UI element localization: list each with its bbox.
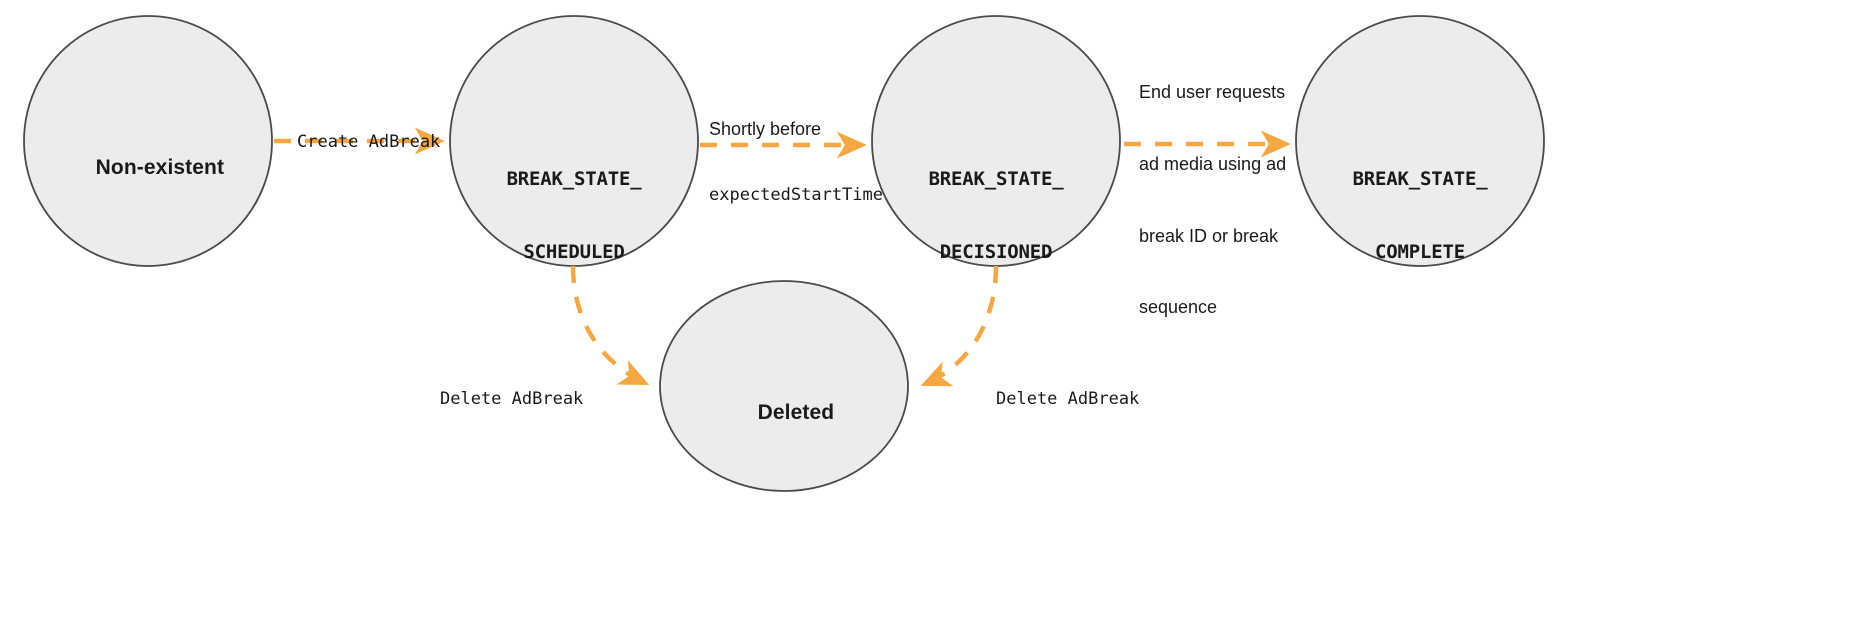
node-shape-break-state-scheduled <box>449 15 699 267</box>
node-shape-break-state-complete <box>1295 15 1545 267</box>
node-shape-deleted <box>659 280 909 492</box>
edge-line-delete-from-scheduled <box>570 265 650 386</box>
node-shape-break-state-decisioned <box>871 15 1121 267</box>
node-break-state-scheduled[interactable] <box>449 15 699 267</box>
node-deleted[interactable] <box>659 280 909 492</box>
edge-delete-adbreak-from-scheduled <box>570 265 650 386</box>
node-shape-non-existent <box>23 15 273 267</box>
node-non-existent[interactable] <box>23 15 273 267</box>
node-break-state-decisioned[interactable] <box>871 15 1121 267</box>
node-break-state-complete[interactable] <box>1295 15 1545 267</box>
edge-delete-adbreak-from-decisioned <box>920 265 999 387</box>
edge-line-delete-from-decisioned <box>920 265 999 387</box>
